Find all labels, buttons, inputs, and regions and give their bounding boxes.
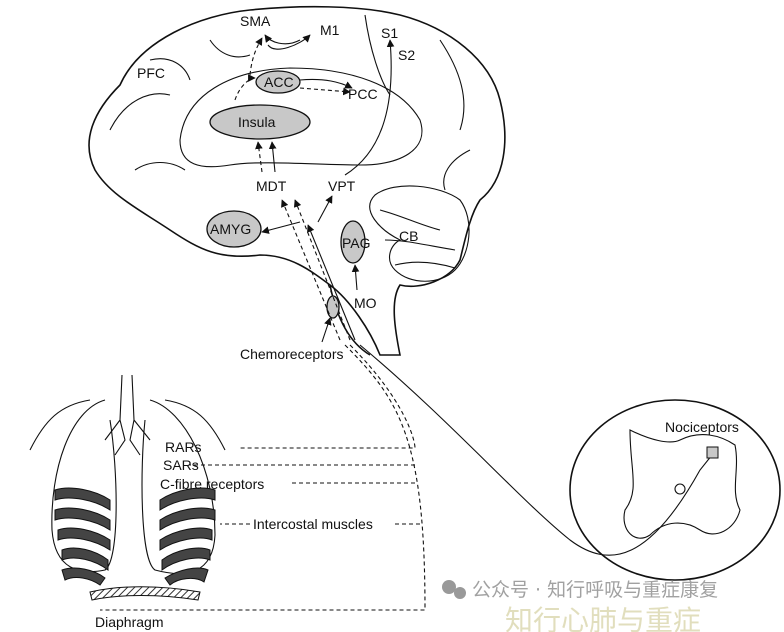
- watermark: 公众号 · 知行呼吸与重症康复 知行心肺与重症: [442, 579, 718, 632]
- label-nociceptors: Nociceptors: [665, 419, 739, 435]
- label-pag: PAG: [342, 235, 371, 251]
- label-c-fibre-receptors: C-fibre receptors: [160, 476, 264, 492]
- label-cb: CB: [399, 228, 418, 244]
- label-mdt: MDT: [256, 178, 287, 194]
- watermark-line1: 公众号 · 知行呼吸与重症康复: [472, 579, 718, 601]
- label-amyg: AMYG: [210, 221, 251, 237]
- label-sars: SARs: [163, 457, 199, 473]
- watermark-line2: 知行心肺与重症: [505, 604, 701, 632]
- insula-region: [209, 104, 311, 140]
- label-s1: S1: [381, 25, 398, 41]
- label-pfc: PFC: [137, 65, 165, 81]
- label-sma: SMA: [240, 13, 271, 29]
- label-mo: MO: [354, 295, 377, 311]
- brain-pathways: [234, 34, 395, 343]
- label-s2: S2: [398, 47, 415, 63]
- label-insula: Insula: [238, 114, 276, 130]
- pag-region: [340, 220, 366, 264]
- brain-outline: [88, 5, 506, 356]
- mo-region: [326, 295, 340, 319]
- label-vpt: VPT: [328, 178, 356, 194]
- spinal-cord-section: [569, 399, 781, 581]
- label-diaphragm: Diaphragm: [95, 614, 163, 630]
- label-chemoreceptors: Chemoreceptors: [240, 346, 344, 362]
- label-acc: ACC: [264, 74, 294, 90]
- amyg-region: [206, 210, 262, 248]
- wechat-icon: [442, 580, 456, 594]
- thorax-illustration: [29, 374, 226, 601]
- acc-region: [255, 70, 301, 94]
- label-pcc: PCC: [348, 86, 378, 102]
- label-m1: M1: [320, 22, 340, 38]
- label-rars: RARs: [165, 439, 202, 455]
- label-intercostal-muscles: Intercostal muscles: [253, 516, 373, 532]
